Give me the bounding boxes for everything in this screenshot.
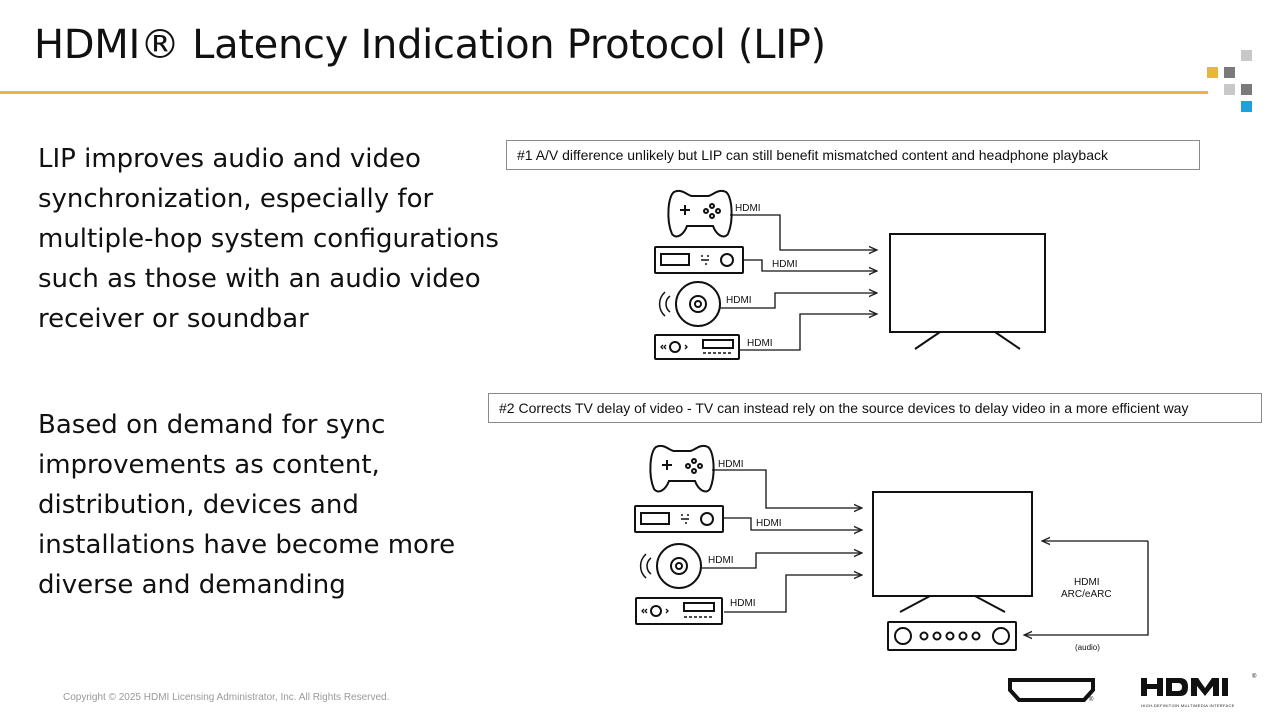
set-top-box-icon bbox=[654, 246, 744, 274]
soundbar-icon bbox=[887, 621, 1017, 651]
disc-player-icon bbox=[639, 543, 702, 589]
cable-label: HDMI bbox=[708, 555, 734, 566]
cable-label: HDMI bbox=[726, 295, 752, 306]
cable-label: HDMI bbox=[756, 518, 782, 529]
disc-player-icon bbox=[658, 281, 721, 327]
cable-label: HDMI bbox=[747, 338, 773, 349]
av-receiver-icon bbox=[635, 597, 723, 625]
paragraph-demand: Based on demand for sync improvements as… bbox=[38, 410, 456, 600]
audio-label: (audio) bbox=[1075, 643, 1100, 652]
hdmi-connector-icon bbox=[1008, 678, 1095, 702]
hdmi-logo-tagline: HIGH-DEFINITION MULTIMEDIA INTERFACE bbox=[1141, 703, 1235, 708]
trademark-mark: ® bbox=[1089, 697, 1094, 703]
game-controller-icon bbox=[649, 444, 715, 493]
diagram-1-caption: #1 A/V difference unlikely but LIP can s… bbox=[506, 140, 1200, 170]
diagram-2-caption: #2 Corrects TV delay of video - TV can i… bbox=[488, 393, 1262, 423]
arc-label: HDMI bbox=[1074, 577, 1100, 588]
cable-label: HDMI bbox=[718, 459, 744, 470]
tv-icon bbox=[872, 491, 1033, 613]
slide-title: HDMI® Latency Indication Protocol (LIP) bbox=[34, 22, 826, 68]
hdmi-wordmark-icon bbox=[1141, 678, 1228, 696]
title-rule bbox=[0, 91, 1208, 94]
tv-icon bbox=[889, 233, 1046, 350]
copyright-footer: Copyright © 2025 HDMI Licensing Administ… bbox=[63, 692, 390, 703]
paragraph-lip-improves: LIP improves audio and video synchroniza… bbox=[38, 144, 499, 334]
set-top-box-icon bbox=[634, 505, 724, 533]
cable-label: HDMI bbox=[772, 259, 798, 270]
cable-label: HDMI bbox=[730, 598, 756, 609]
arc-label: ARC/eARC bbox=[1061, 589, 1112, 600]
trademark-mark: ® bbox=[1252, 674, 1257, 680]
game-controller-icon bbox=[667, 189, 733, 238]
cable-label: HDMI bbox=[735, 203, 761, 214]
av-receiver-icon bbox=[654, 334, 740, 360]
